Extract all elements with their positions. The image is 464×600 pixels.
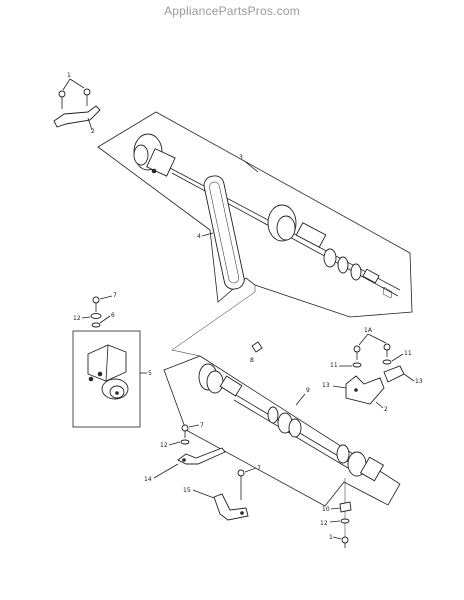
callout-3: 3 [239, 154, 243, 161]
lever-arm [177, 447, 226, 465]
lower-shaft [198, 363, 385, 482]
callout-1A: 1A [364, 327, 373, 334]
callout-9: 9 [306, 387, 310, 394]
callout-7-b: 7 [200, 422, 204, 429]
callout-6: 6 [111, 312, 115, 319]
callout-13-right: 13 [415, 378, 423, 385]
callout-7-c: 7 [257, 465, 261, 472]
callout-7-a: 7 [113, 292, 117, 299]
callout-12-c: 12 [320, 520, 328, 527]
linkage-plate [213, 493, 249, 521]
motor-bracket [87, 344, 129, 400]
callout-12-a: 12 [73, 315, 81, 322]
callout-10: 10 [322, 506, 330, 513]
upper-shaft [133, 133, 401, 299]
callout-11-right: 11 [404, 350, 412, 357]
callout-11-left: 11 [330, 362, 338, 369]
connector-leader [171, 285, 256, 357]
callout-1-bottom: 1 [329, 534, 333, 541]
part-screw-bracket-top [53, 78, 101, 131]
lower-assembly-outline [163, 355, 401, 507]
callout-14: 14 [144, 476, 152, 483]
callout-8: 8 [250, 357, 254, 364]
right-bracket [345, 365, 405, 405]
callout-4: 4 [197, 233, 201, 240]
callout-2-right: 2 [384, 406, 388, 413]
upper-assembly-outline [97, 111, 413, 318]
motor-bracket-box [72, 330, 141, 428]
watermark-text: AppliancePartsPros.com [164, 4, 300, 18]
callout-13-left: 13 [322, 382, 330, 389]
callout-1-top: 1 [67, 72, 71, 79]
drive-belt [203, 175, 245, 290]
callout-15: 15 [183, 487, 191, 494]
callout-12-b: 12 [160, 442, 168, 449]
callout-2-top: 2 [91, 128, 95, 135]
callout-5: 5 [148, 370, 152, 377]
